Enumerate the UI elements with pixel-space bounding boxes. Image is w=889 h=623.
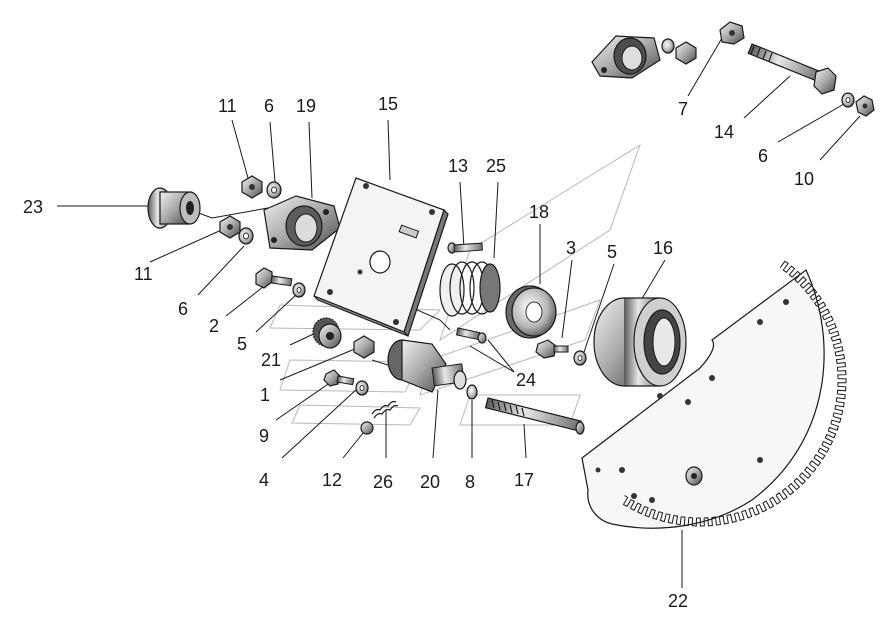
callout-5-left: 5 xyxy=(237,334,247,354)
nut-lower-left xyxy=(219,215,241,239)
long-bolt-part-14 xyxy=(747,43,837,95)
bolt-part-2 xyxy=(255,267,293,289)
thick-washer-part-18 xyxy=(505,285,557,339)
callout-11-bottom: 11 xyxy=(134,264,153,284)
callout-4: 4 xyxy=(259,470,269,490)
callout-7: 7 xyxy=(678,99,688,119)
mounting-plate-part xyxy=(313,177,449,338)
callout-5-right: 5 xyxy=(607,242,617,262)
sector-plate-part-22 xyxy=(581,260,847,529)
callout-23: 23 xyxy=(23,197,43,217)
callout-22: 22 xyxy=(668,591,688,611)
washer-part-4 xyxy=(355,380,369,396)
callout-10: 10 xyxy=(794,169,814,189)
washer-part-6-right xyxy=(841,92,855,108)
coil-spring-part-25 xyxy=(439,261,501,317)
leader-lines xyxy=(57,37,861,588)
callout-9: 9 xyxy=(259,426,269,446)
bolt-part-24 xyxy=(455,327,487,344)
washer-part-5-left xyxy=(292,282,306,298)
callout-18: 18 xyxy=(529,202,549,222)
callout-1: 1 xyxy=(260,385,270,405)
callout-20: 20 xyxy=(420,472,440,492)
callout-13: 13 xyxy=(448,156,468,176)
nut-part-10 xyxy=(855,95,875,117)
bearing-insert-part xyxy=(147,187,201,229)
callout-25: 25 xyxy=(486,156,506,176)
washer-part-5-right xyxy=(573,350,587,366)
callout-6-left: 6 xyxy=(178,299,188,319)
callout-19: 19 xyxy=(296,96,316,116)
callout-6-right: 6 xyxy=(758,146,768,166)
callout-17: 17 xyxy=(514,470,534,490)
callout-labels: 23 11 6 19 15 11 6 2 5 21 1 9 4 12 26 20… xyxy=(23,94,814,611)
callout-6-top: 6 xyxy=(264,96,274,116)
washer-upper-left xyxy=(266,181,282,199)
bolt-part-3 xyxy=(535,339,569,359)
bolt-part-13 xyxy=(447,242,483,254)
washer-part-8 xyxy=(466,384,478,400)
nut-part-1 xyxy=(353,335,375,359)
small-gear-part xyxy=(312,317,342,349)
callout-26: 26 xyxy=(373,472,393,492)
callout-8: 8 xyxy=(465,472,475,492)
callout-15: 15 xyxy=(378,94,398,114)
washer-lower-left xyxy=(238,227,254,245)
flange-housing-part xyxy=(263,195,341,251)
bolt-part-9 xyxy=(323,369,355,387)
shaft-hub-part xyxy=(387,339,467,393)
drum-part-16 xyxy=(593,297,687,387)
callout-14: 14 xyxy=(714,122,734,142)
callout-11-top: 11 xyxy=(218,96,237,116)
threaded-rod-part-17 xyxy=(484,397,585,435)
nut-part-12 xyxy=(360,421,374,435)
callout-3: 3 xyxy=(566,238,576,258)
callout-2: 2 xyxy=(209,316,219,336)
nut-upper-left xyxy=(241,175,263,199)
callout-16: 16 xyxy=(653,238,673,258)
nut-part-7 xyxy=(719,21,745,45)
upper-bearing-housing-part xyxy=(591,35,697,79)
callout-12: 12 xyxy=(322,470,342,490)
callout-24: 24 xyxy=(516,370,536,390)
spring-part-26 xyxy=(371,400,399,419)
callout-21: 21 xyxy=(261,350,281,370)
